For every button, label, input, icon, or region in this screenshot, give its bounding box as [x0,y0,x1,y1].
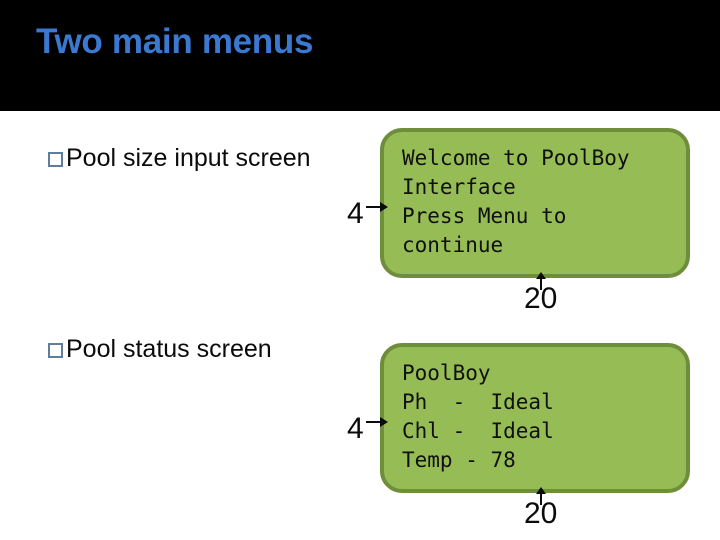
bullet-label: Pool size input screen [66,144,311,172]
bullet-label: Pool status screen [66,335,272,363]
lcd-line: PoolBoy [402,361,491,385]
hollow-square-bullet-icon [48,152,63,167]
bullet-item-pool-status-screen: Pool status screen [48,337,272,362]
dimension-value: 4 [347,197,364,230]
hollow-square-bullet-icon [48,343,63,358]
page-title: Two main menus [36,22,314,61]
arrow-right-icon [365,417,388,431]
lcd-screen-pool-size-input: Welcome to PoolBoy Interface Press Menu … [380,128,690,278]
dimension-annotation-bottom-columns: 20 [524,272,557,314]
lcd-line: Press Menu to [402,204,567,228]
lcd-line: Welcome to PoolBoy [402,146,630,170]
lcd-screen-pool-status: PoolBoy Ph - Ideal Chl - Ideal Temp - 78 [380,343,690,493]
lcd-line: Ph - Ideal [402,390,554,414]
arrow-up-icon [534,487,548,505]
dimension-value: 4 [347,412,364,445]
lcd-line: Temp - 78 [402,448,516,472]
arrow-up-icon [534,272,548,290]
arrow-right-icon [365,202,388,216]
bullet-item-pool-size-input-screen: Pool size input screen [48,146,311,171]
lcd-line: Interface [402,175,516,199]
dimension-annotation-bottom-columns: 20 [524,487,557,529]
lcd-line: continue [402,233,504,257]
dimension-annotation-left-rows: 4 [347,199,388,229]
title-band [0,0,720,111]
lcd-line: Chl - Ideal [402,419,554,443]
dimension-annotation-left-rows: 4 [347,414,388,444]
